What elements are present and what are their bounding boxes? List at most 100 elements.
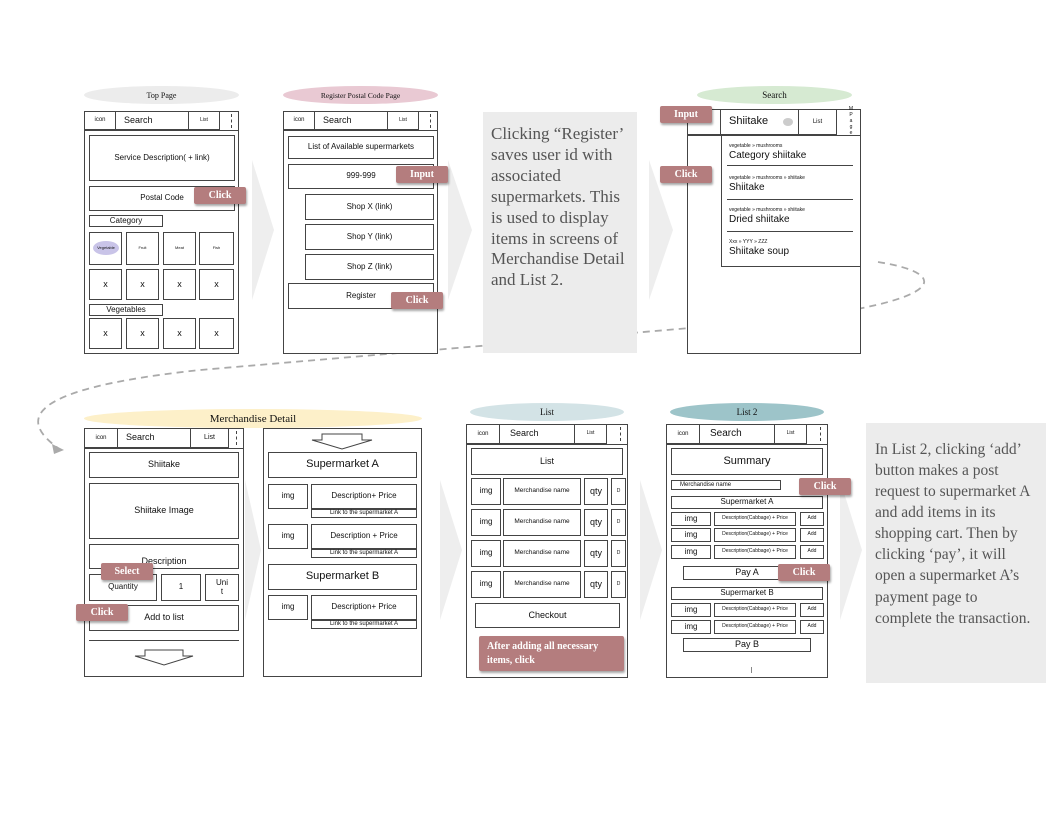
- list-page-title: List: [470, 403, 624, 421]
- search-results-panel: [721, 135, 861, 267]
- more-indicator: [751, 667, 752, 673]
- search-box[interactable]: Search: [118, 429, 191, 448]
- result-path: vegetable » mushrooms » shiitake: [729, 207, 805, 213]
- available-supermarkets-label: List of Available supermarkets: [288, 136, 434, 159]
- quantity-field[interactable]: qty: [584, 478, 608, 505]
- select-callout-quantity: Select: [101, 563, 153, 580]
- list-link[interactable]: List: [191, 429, 229, 448]
- merchandise-name: Merchandise name: [503, 540, 581, 567]
- menu-icon[interactable]: [231, 114, 232, 128]
- merchandise-image: img: [471, 571, 501, 598]
- product-image: img: [671, 545, 711, 559]
- quantity-field[interactable]: qty: [584, 571, 608, 598]
- result-name: Shiitake: [729, 182, 765, 193]
- supermarket-link[interactable]: Link to the supermarket A: [311, 549, 417, 558]
- result-path: vegetable » mushrooms: [729, 143, 783, 149]
- search-result[interactable]: vegetable » mushrooms » shiitake Dried s…: [727, 204, 853, 232]
- category-fruit[interactable]: Fruit: [126, 232, 159, 265]
- result-name: Category shiitake: [729, 150, 807, 161]
- list-link[interactable]: List: [575, 425, 607, 444]
- input-callout-search: Input: [660, 106, 712, 123]
- delete-button[interactable]: D: [611, 571, 626, 598]
- quantity-field[interactable]: qty: [584, 540, 608, 567]
- click-callout-register: Click: [391, 292, 443, 309]
- category-fish[interactable]: Fish: [199, 232, 234, 265]
- category-meat[interactable]: Meat: [163, 232, 196, 265]
- category-vegetable[interactable]: Vegetable: [89, 232, 122, 265]
- list-link[interactable]: List: [388, 112, 419, 130]
- list-link[interactable]: List: [799, 110, 837, 135]
- shop-link[interactable]: Shop Z (link): [305, 254, 434, 280]
- vegetables-label: Vegetables: [89, 304, 163, 316]
- app-icon: icon: [284, 112, 315, 130]
- product-image: img: [268, 484, 308, 509]
- list-link[interactable]: List: [189, 112, 220, 130]
- product-image: img: [268, 524, 308, 549]
- search-result[interactable]: Xxx » YYY » ZZZ Shiitake soup: [727, 236, 853, 262]
- category-label: Category: [89, 215, 163, 227]
- list2-note: In List 2, clicking ‘add’ button makes a…: [866, 423, 1046, 683]
- list-link[interactable]: List: [775, 425, 807, 444]
- item-tile[interactable]: x: [163, 318, 196, 349]
- description-price: Description(Cabbage) + Price: [714, 603, 796, 617]
- supermarket-link[interactable]: Link to the supermarket A: [311, 509, 417, 518]
- supermarket-link[interactable]: Link to the supermarket A: [311, 620, 417, 629]
- merchandise-name: Merchandise name: [503, 571, 581, 598]
- search-box[interactable]: Search: [315, 112, 388, 130]
- merchandise-image: Shiitake Image: [89, 483, 239, 539]
- search-icon[interactable]: [783, 118, 793, 126]
- description-price: Description(Cabbage) + Price: [714, 620, 796, 634]
- merchandise-detail-scroll-frame: Supermarket A img Description+ Price Lin…: [263, 428, 422, 677]
- shop-link[interactable]: Shop X (link): [305, 194, 434, 220]
- app-icon: icon: [85, 112, 116, 130]
- unit-select[interactable]: Uni t: [205, 574, 239, 601]
- delete-button[interactable]: D: [611, 540, 626, 567]
- search-box[interactable]: Search: [500, 425, 575, 444]
- search-result[interactable]: vegetable » mushrooms Category shiitake: [727, 140, 853, 166]
- item-tile[interactable]: x: [89, 269, 122, 300]
- service-description-link[interactable]: Service Description( + link): [89, 135, 235, 181]
- delete-button[interactable]: D: [611, 478, 626, 505]
- my-page-link[interactable]: M P a g e: [848, 106, 854, 136]
- quantity-input[interactable]: 1: [161, 574, 201, 601]
- checkout-button[interactable]: Checkout: [475, 603, 620, 628]
- app-icon: icon: [667, 425, 700, 444]
- product-image: img: [268, 595, 308, 620]
- description-price: Description+ Price: [311, 595, 417, 620]
- description-price: Description + Price: [311, 524, 417, 549]
- delete-button[interactable]: D: [611, 509, 626, 536]
- item-tile[interactable]: x: [163, 269, 196, 300]
- description-price: Description(Cabbage) + Price: [714, 512, 796, 526]
- item-tile[interactable]: x: [126, 269, 159, 300]
- product-image: img: [671, 512, 711, 526]
- pay-b-button[interactable]: Pay B: [683, 638, 811, 652]
- item-tile[interactable]: x: [126, 318, 159, 349]
- menu-icon[interactable]: [820, 427, 821, 441]
- item-tile[interactable]: x: [199, 269, 234, 300]
- summary-heading: Summary: [671, 448, 823, 475]
- merchandise-name: Shiitake: [89, 452, 239, 478]
- supermarket-a-header: Supermarket A: [268, 452, 417, 478]
- search-box[interactable]: Search: [700, 425, 775, 444]
- item-tile[interactable]: x: [199, 318, 234, 349]
- menu-icon[interactable]: [430, 114, 431, 128]
- add-button[interactable]: Add: [800, 512, 824, 526]
- add-button[interactable]: Add: [800, 603, 824, 617]
- search-page-title: Search: [697, 86, 852, 104]
- list2-page-title: List 2: [670, 403, 824, 421]
- search-box[interactable]: Search: [116, 112, 189, 130]
- click-callout-pay-a: Click: [778, 564, 830, 581]
- add-button[interactable]: Add: [800, 528, 824, 542]
- app-icon: icon: [467, 425, 500, 444]
- menu-icon[interactable]: [620, 427, 621, 441]
- supermarket-a-header: Supermarket A: [671, 496, 823, 509]
- item-tile[interactable]: x: [89, 318, 122, 349]
- scroll-down-arrow-icon: [134, 649, 194, 666]
- add-button[interactable]: Add: [800, 620, 824, 634]
- shop-link[interactable]: Shop Y (link): [305, 224, 434, 250]
- quantity-field[interactable]: qty: [584, 509, 608, 536]
- supermarket-b-header: Supermarket B: [671, 587, 823, 600]
- add-button[interactable]: Add: [800, 545, 824, 559]
- search-result[interactable]: vegetable » mushrooms » shiitake Shiitak…: [727, 172, 853, 200]
- menu-icon[interactable]: [236, 431, 237, 445]
